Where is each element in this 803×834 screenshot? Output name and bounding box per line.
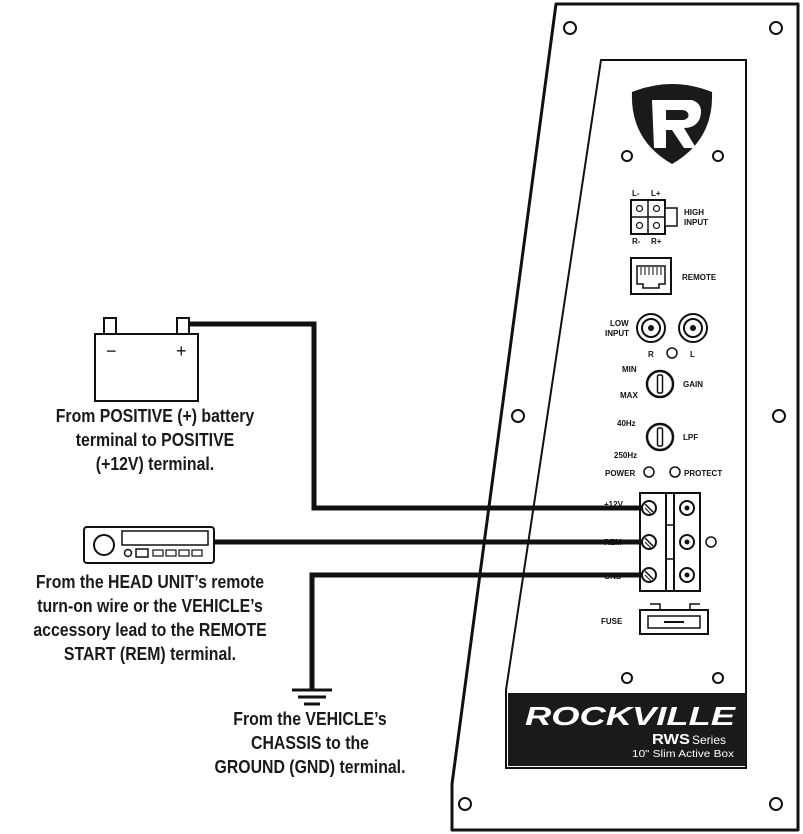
gain-max-label: MAX	[620, 391, 638, 400]
lpf-label: LPF	[683, 433, 698, 442]
remote-jack-icon	[630, 257, 672, 295]
low-input-indicator-icon	[666, 347, 678, 359]
protect-label: PROTECT	[684, 469, 722, 478]
caption-battery-line: terminal to POSITIVE	[75, 430, 235, 450]
rca-left-jack-icon	[678, 313, 708, 343]
mount-hole-mid-right	[772, 409, 786, 423]
caption-battery-line: (+12V) terminal.	[95, 454, 215, 474]
caption-ground-line: From the VEHICLE’s	[233, 709, 387, 729]
brand-subtitle: 10" Slim Active Box	[632, 749, 734, 760]
panel-screw-4	[712, 672, 724, 684]
high-input-r-minus: R-	[632, 237, 641, 246]
battery-icon	[94, 317, 199, 402]
ground-symbol-icon	[292, 688, 332, 706]
caption-head-unit-line: turn-on wire or the VEHICLE’s	[37, 596, 263, 616]
gain-knob-icon	[645, 369, 675, 399]
lpf-40hz-label: 40Hz	[617, 419, 636, 428]
terminal-label-rem: REM	[604, 538, 622, 547]
terminal-block-screw	[705, 536, 717, 548]
mount-hole-mid-left	[511, 409, 525, 423]
brand-series: RWS	[652, 731, 690, 748]
terminal-screws	[641, 500, 657, 583]
caption-head-unit-line: accessory lead to the REMOTE	[33, 620, 267, 640]
rockville-logo-icon	[631, 84, 713, 164]
battery-minus-label: −	[106, 341, 117, 361]
battery-plus-label: +	[176, 341, 187, 361]
fuse-icon	[639, 603, 709, 635]
high-input-r-plus: R+	[651, 237, 662, 246]
low-input-label-2: INPUT	[605, 329, 629, 338]
mount-hole-top-left	[563, 21, 577, 35]
brand-name: ROCKVILLE	[525, 701, 736, 731]
rca-right-jack-icon	[636, 313, 666, 343]
low-input-l: L	[690, 350, 695, 359]
lpf-250hz-label: 250Hz	[614, 451, 637, 460]
caption-ground: From the VEHICLE’s CHASSIS to the GROUND…	[187, 707, 433, 779]
low-input-label-1: LOW	[610, 319, 629, 328]
brand-band	[508, 693, 746, 766]
brand-series-suffix: Series	[692, 733, 726, 747]
wire-battery-positive	[184, 321, 650, 511]
caption-head-unit: From the HEAD UNIT’s remote turn-on wire…	[18, 570, 282, 666]
caption-head-unit-line: START (REM) terminal.	[63, 644, 237, 664]
caption-head-unit-line: From the HEAD UNIT’s remote	[35, 572, 265, 592]
fuse-label: FUSE	[601, 617, 623, 626]
lpf-knob-icon	[645, 422, 675, 452]
head-unit-icon	[83, 526, 215, 564]
power-label: POWER	[605, 469, 635, 478]
caption-battery-line: From POSITIVE (+) battery	[55, 406, 255, 426]
high-input-label-2: INPUT	[684, 218, 708, 227]
high-input-connector	[630, 199, 678, 235]
caption-ground-line: GROUND (GND) terminal.	[214, 757, 406, 777]
panel-screw-3	[621, 672, 633, 684]
mount-hole-bottom-left	[458, 797, 472, 811]
panel-screw-1	[621, 150, 633, 162]
mount-hole-bottom-right	[769, 797, 783, 811]
caption-battery: From POSITIVE (+) battery terminal to PO…	[27, 404, 282, 476]
gain-label: GAIN	[683, 380, 703, 389]
terminal-label-gnd: GND	[604, 572, 622, 581]
wire-chassis-ground	[309, 572, 650, 690]
high-input-label-1: HIGH	[684, 208, 704, 217]
high-input-l-plus: L+	[651, 189, 661, 198]
remote-label: REMOTE	[682, 273, 717, 282]
power-led-icon	[643, 466, 655, 478]
mount-hole-top-right	[769, 21, 783, 35]
terminal-label-12v: +12V	[604, 500, 624, 509]
low-input-r: R	[648, 350, 654, 359]
protect-led-icon	[669, 466, 681, 478]
caption-ground-line: CHASSIS to the	[251, 733, 369, 753]
gain-min-label: MIN	[622, 365, 637, 374]
panel-screw-2	[712, 150, 724, 162]
high-input-l-minus: L-	[632, 189, 640, 198]
